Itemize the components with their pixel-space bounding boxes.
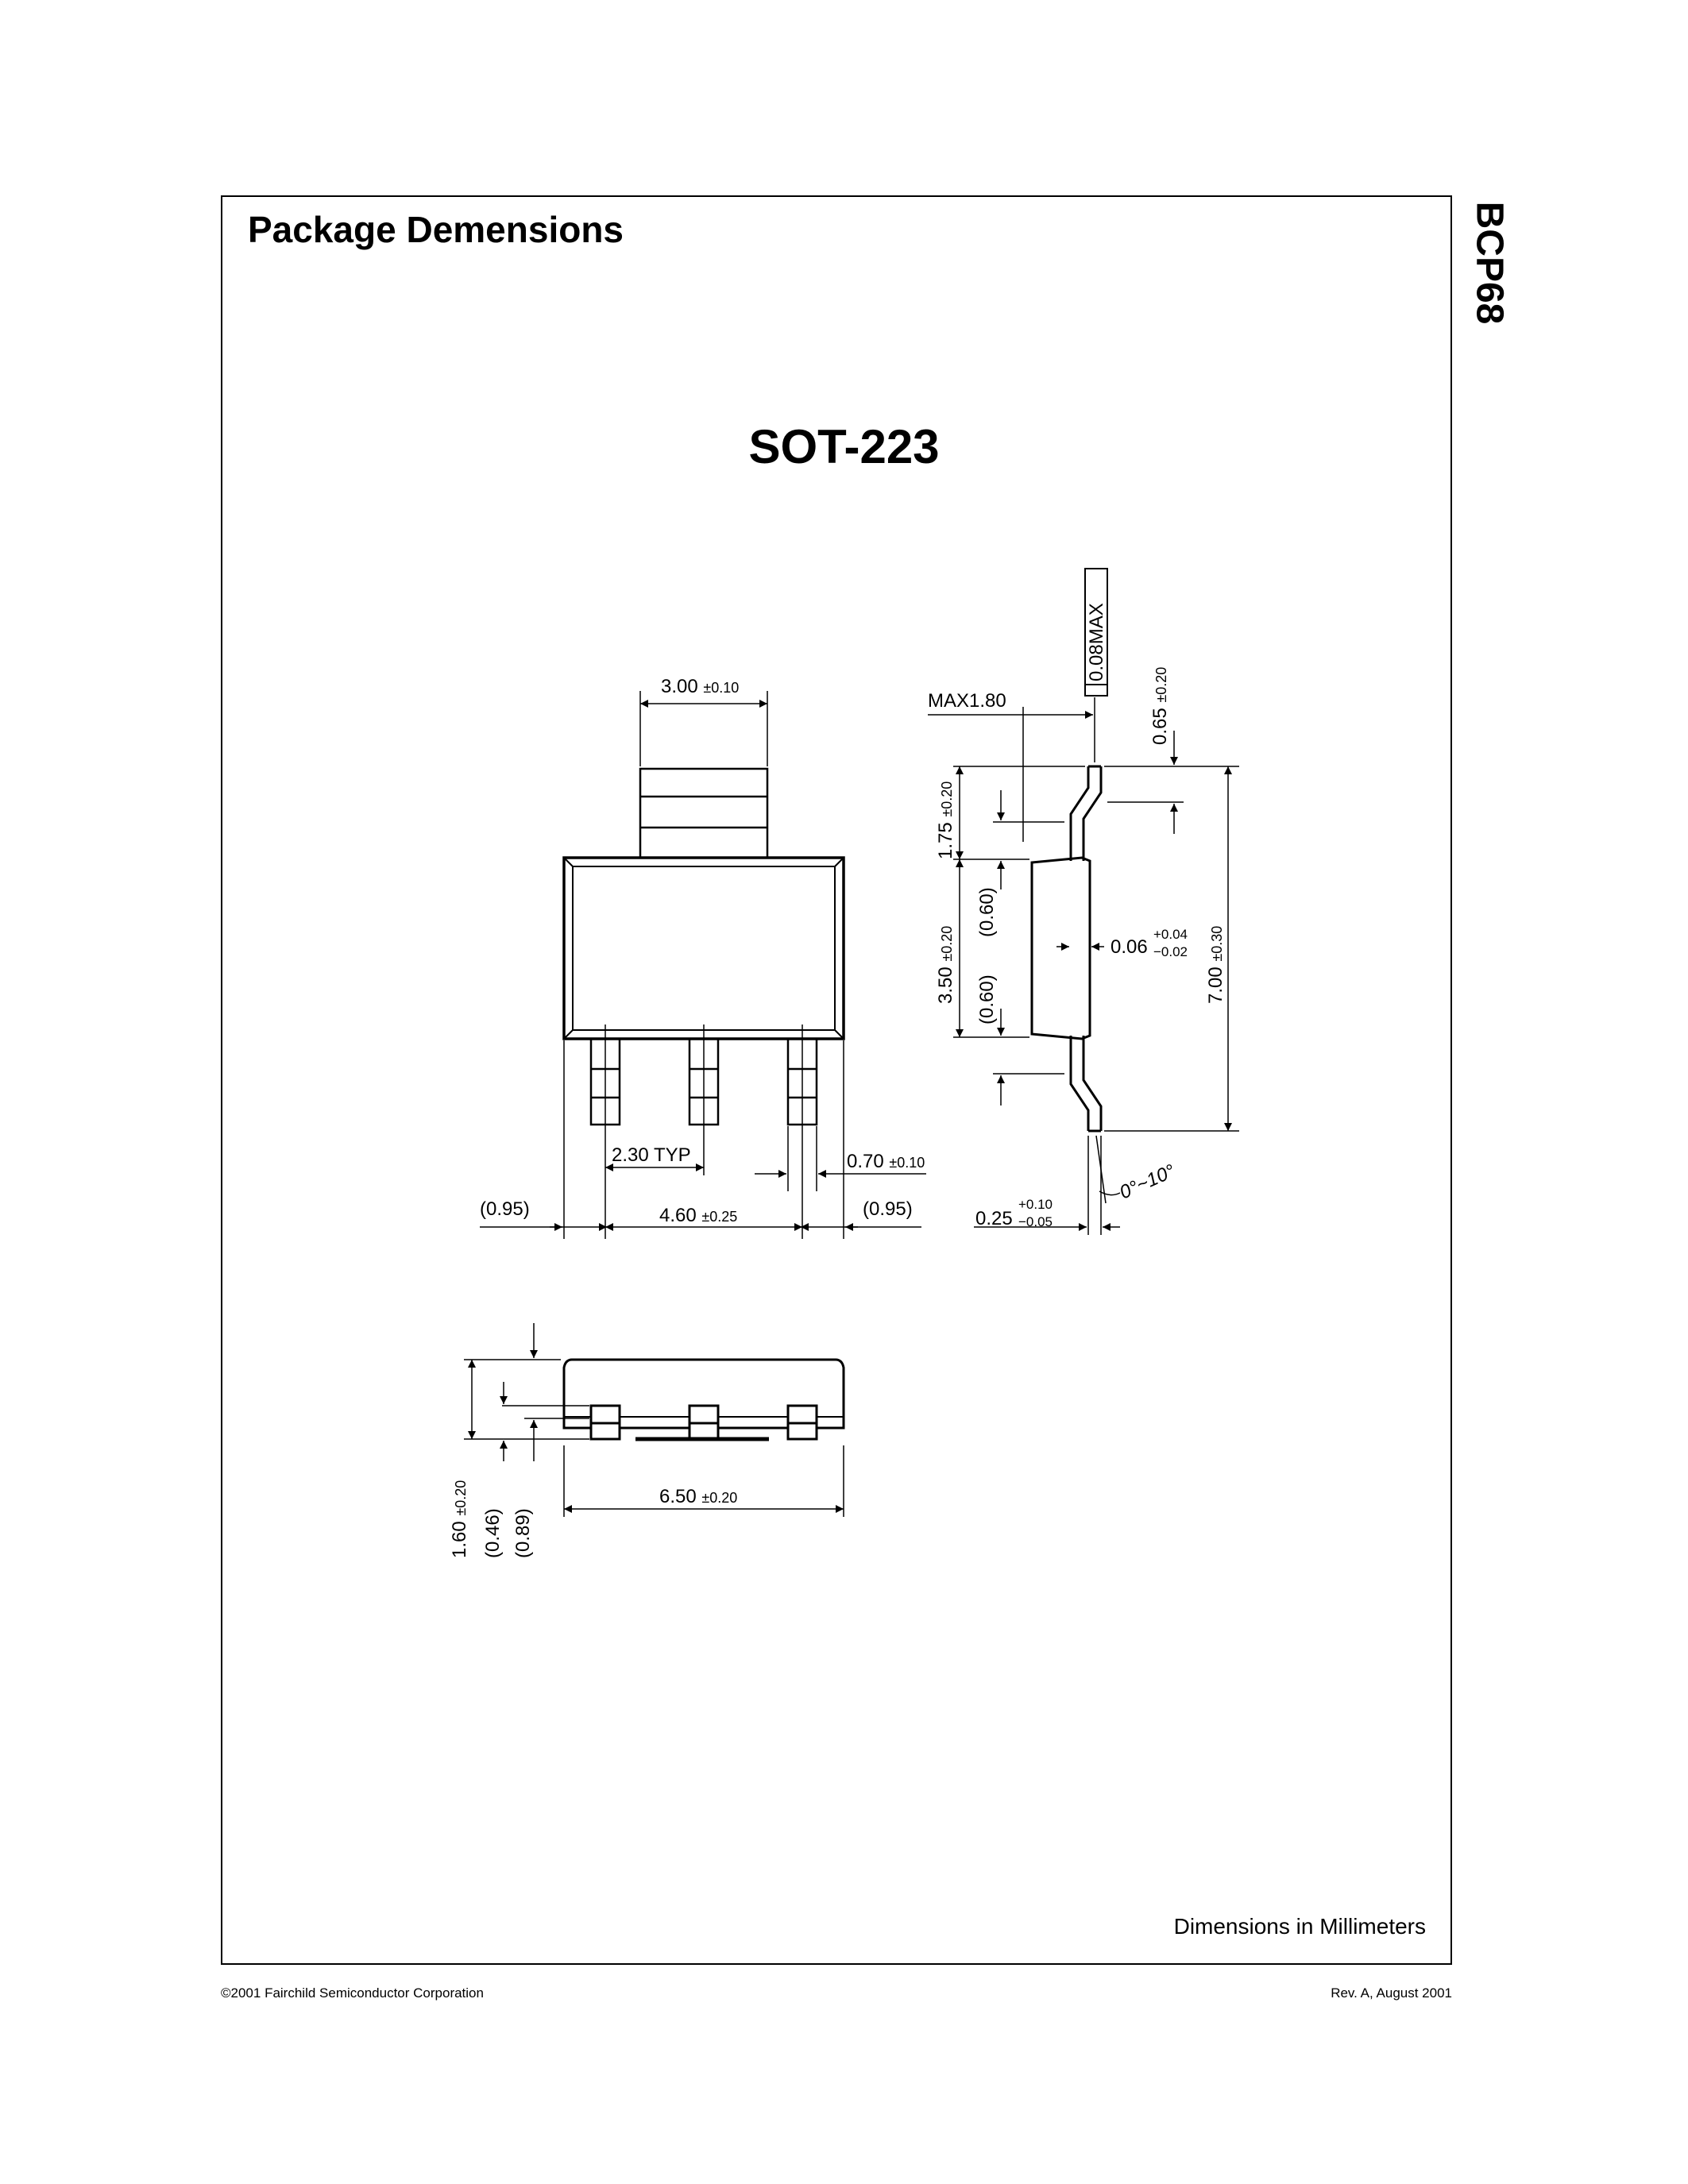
dim-foot-length: 0.65 ±0.20	[1149, 667, 1171, 745]
side-view	[1030, 568, 1108, 1133]
flatness-frame	[1084, 568, 1108, 696]
dim-flatness: 0.08MAX	[1086, 603, 1107, 681]
top-view	[562, 767, 845, 1126]
dim-height-089: (0.89)	[512, 1508, 534, 1558]
dim-body-height: 1.60 ±0.20	[449, 1480, 470, 1558]
svg-text:0.25: 0.25	[975, 1208, 1013, 1229]
svg-text:−0.05: −0.05	[1018, 1214, 1053, 1229]
dim-lead-length: 1.75 ±0.20	[935, 781, 956, 859]
dim-overall-length: 7.00 ±0.30	[1205, 926, 1226, 1004]
front-body	[562, 1358, 845, 1430]
svg-text:+0.10: +0.10	[1018, 1197, 1053, 1212]
front-view	[562, 1358, 845, 1441]
dim-tab-width: 3.00 ±0.10	[661, 676, 739, 697]
revision: Rev. A, August 2001	[1331, 1985, 1452, 2001]
tab	[639, 767, 769, 859]
page-frame	[221, 195, 1452, 1965]
dim-height-046: (0.46)	[482, 1508, 504, 1558]
svg-text:+0.04: +0.04	[1153, 927, 1188, 942]
copyright: ©2001 Fairchild Semiconductor Corporatio…	[221, 1985, 484, 2001]
dim-body-width: 6.50 ±0.20	[659, 1486, 737, 1507]
package-name: SOT-223	[748, 420, 940, 473]
dim-left-overhang: (0.95)	[480, 1198, 530, 1220]
body-outline	[562, 856, 845, 1040]
dim-standoff: 0.06 +0.04 −0.02	[1111, 927, 1188, 959]
dim-foot-angle: 0°~10°	[1116, 1160, 1178, 1204]
units-note: Dimensions in Millimeters	[1173, 1914, 1426, 1939]
dim-max-height: MAX1.80	[928, 690, 1006, 712]
svg-text:−0.02: −0.02	[1153, 944, 1188, 959]
dim-lead-thickness: 0.25 +0.10 −0.05	[975, 1197, 1053, 1229]
dim-pitch: 2.30 TYP	[612, 1144, 691, 1166]
dim-lead-width: 0.70 ±0.10	[847, 1151, 925, 1172]
dim-right-overhang: (0.95)	[863, 1198, 913, 1220]
side-body	[1030, 856, 1091, 1040]
page-title: Package Demensions	[248, 209, 624, 250]
svg-text:0.06: 0.06	[1111, 936, 1148, 958]
dim-body-length: 3.50 ±0.20	[935, 926, 956, 1004]
dim-lead-offset-upper: (0.60)	[976, 887, 998, 937]
dim-lead-offset-lower: (0.60)	[976, 974, 998, 1024]
dim-outer-pitch: 4.60 ±0.25	[659, 1205, 737, 1226]
